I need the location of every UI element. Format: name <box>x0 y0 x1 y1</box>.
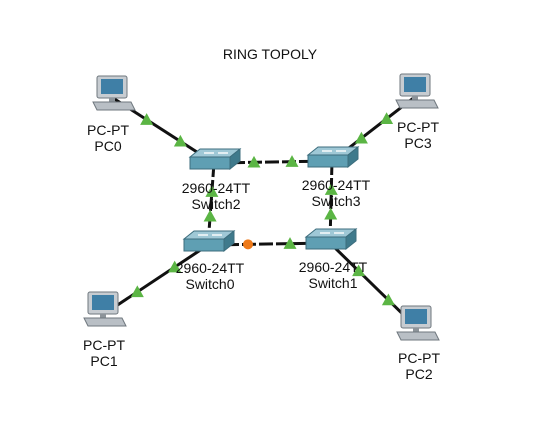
monitor-screen <box>404 77 426 92</box>
markers-layer <box>130 112 395 306</box>
device-name: PC3 <box>404 135 432 151</box>
device-model: 2960-24TT <box>181 180 251 196</box>
device-model: PC-PT <box>397 119 439 135</box>
link-up-icon <box>168 260 182 273</box>
keyboard-base <box>92 101 136 111</box>
device-model: PC-PT <box>398 350 440 366</box>
devices-layer <box>83 73 440 341</box>
pc-icon[interactable] <box>83 291 127 327</box>
switch2-label[interactable]: 2960-24TT Switch2 <box>166 180 266 212</box>
pc-icon[interactable] <box>395 73 439 109</box>
switch-side <box>223 229 235 253</box>
link-up-icon <box>173 134 187 147</box>
link-up-icon <box>354 131 368 144</box>
monitor-screen <box>405 309 427 324</box>
device-name: Switch3 <box>311 193 361 209</box>
monitor-screen <box>101 79 123 94</box>
device-model: 2960-24TT <box>298 259 368 275</box>
monitor-stand <box>413 328 419 332</box>
device-name: PC0 <box>94 138 122 154</box>
switch0-label[interactable]: 2960-24TT Switch0 <box>160 260 260 292</box>
switch-front <box>307 154 349 168</box>
monitor-stand <box>412 96 418 100</box>
keyboard-base <box>83 317 127 327</box>
link-up-icon <box>203 209 217 222</box>
switch-front <box>183 238 225 252</box>
link-up-icon <box>205 185 219 197</box>
cable-pc1-switch0[interactable] <box>103 243 209 316</box>
link-up-icon <box>324 207 338 220</box>
device-name: Switch1 <box>308 275 358 291</box>
device-model: 2960-24TT <box>301 177 371 193</box>
link-up-icon <box>324 183 338 195</box>
link-up-icon <box>130 285 144 298</box>
link-blocked-icon <box>242 239 253 250</box>
pc2-label[interactable]: PC-PT PC2 <box>389 350 449 382</box>
switch-front <box>305 236 347 250</box>
link-up-icon <box>140 113 154 125</box>
switch-icon[interactable] <box>306 145 360 169</box>
switch-icon[interactable] <box>188 147 242 171</box>
switch-side <box>347 145 359 169</box>
device-name: Switch0 <box>185 276 235 292</box>
pc-icon[interactable] <box>92 75 136 111</box>
switch-side <box>229 147 241 171</box>
diagram-title: RING TOPOLY <box>222 46 318 62</box>
link-up-icon <box>381 293 395 306</box>
link-up-icon <box>380 112 394 124</box>
switch-icon[interactable] <box>182 229 236 253</box>
keyboard-base <box>396 331 440 341</box>
device-name: PC1 <box>90 353 118 369</box>
monitor-screen <box>92 295 114 310</box>
switch-side <box>345 227 357 251</box>
device-name: PC2 <box>405 366 433 382</box>
pc3-label[interactable]: PC-PT PC3 <box>388 119 448 151</box>
link-up-icon <box>283 237 297 249</box>
switch-icon[interactable] <box>304 227 358 251</box>
links-layer <box>103 94 419 330</box>
switch1-label[interactable]: 2960-24TT Switch1 <box>283 259 383 291</box>
keyboard-base <box>395 99 439 109</box>
device-name: Switch2 <box>191 196 241 212</box>
device-model: 2960-24TT <box>175 260 245 276</box>
monitor-stand <box>109 98 115 102</box>
link-up-icon <box>352 264 366 277</box>
monitor-stand <box>100 314 106 318</box>
link-up-icon <box>285 155 299 167</box>
device-model: PC-PT <box>83 337 125 353</box>
pc0-label[interactable]: PC-PT PC0 <box>78 122 138 154</box>
pc1-label[interactable]: PC-PT PC1 <box>74 337 134 369</box>
device-model: PC-PT <box>87 122 129 138</box>
switch3-label[interactable]: 2960-24TT Switch3 <box>286 177 386 209</box>
link-up-icon <box>247 155 261 168</box>
switch-front <box>189 156 231 170</box>
pc-icon[interactable] <box>396 305 440 341</box>
